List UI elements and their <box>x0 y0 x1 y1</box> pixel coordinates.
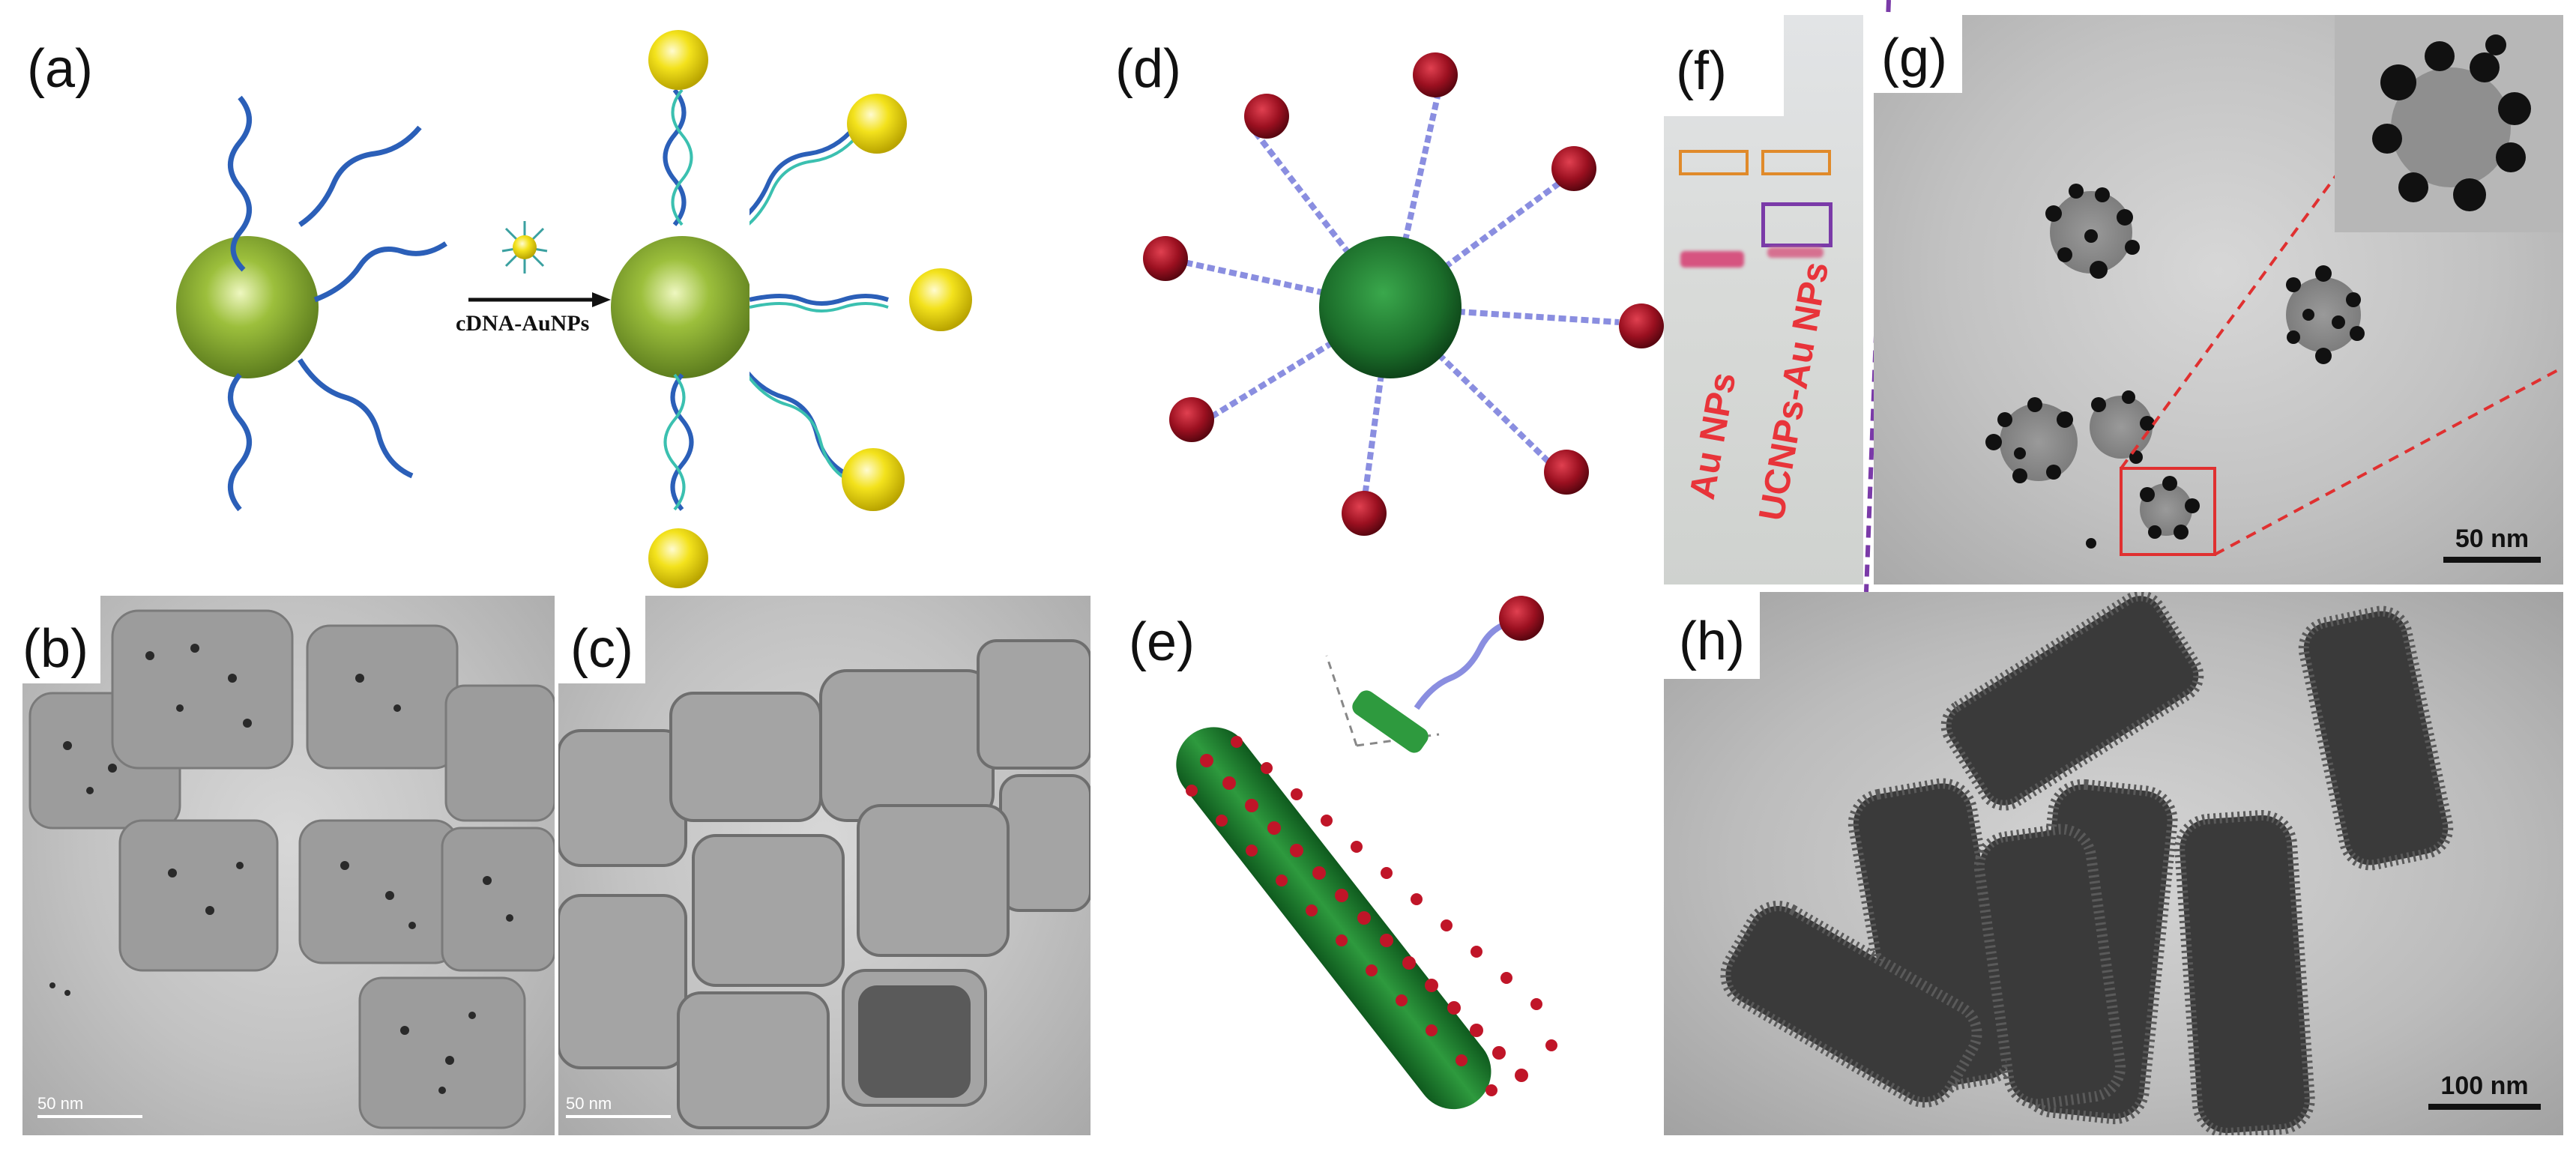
olive-core-right <box>611 236 749 378</box>
well-box-orange <box>1761 150 1831 175</box>
scale-bar-label: 50 nm <box>37 1094 84 1113</box>
arrow-label: cDNA-AuNPs <box>456 311 590 336</box>
well-box-orange <box>1679 150 1749 175</box>
panel-label: (d) <box>1109 39 1187 99</box>
panel-label: (a) <box>21 39 99 99</box>
panel-c: (c) 50 nm <box>558 596 1091 1135</box>
panel-b: (b) 50 nm <box>22 596 555 1135</box>
ucnp-cubes <box>558 639 1091 1129</box>
zoom-box <box>2120 467 2216 556</box>
panel-g: (g) 50 nm <box>1874 15 2563 584</box>
scale-bar: 50 nm <box>37 1094 142 1118</box>
panel-a-right <box>749 0 997 592</box>
panel-d: (d) <box>1094 0 1671 592</box>
ssdna-strand <box>228 95 252 272</box>
scale-bar-label: 50 nm <box>566 1094 612 1113</box>
red-dots <box>1186 736 1557 1096</box>
panel-label: (f) <box>1676 41 1727 101</box>
panel-e-schematic <box>1176 596 1557 1110</box>
gel-band <box>1767 247 1824 258</box>
au-dots <box>49 644 513 1094</box>
lane-label: UCNPs-Au NPs <box>1752 259 1837 524</box>
ssdna-strand <box>298 358 414 479</box>
lane-label: Au NPs <box>1682 369 1744 503</box>
panel-d-schematic <box>1143 52 1664 536</box>
red-bead <box>1499 596 1544 641</box>
panel-label: (e) <box>1123 612 1201 672</box>
panel-a-right-schematic <box>749 94 972 511</box>
panel-f: (f) Au NPs UCNPs-Au NPs <box>1664 15 1863 584</box>
ssdna-strand <box>298 125 422 227</box>
ucnp-cluster <box>2000 191 2361 536</box>
green-rod <box>1176 727 1491 1110</box>
panel-h-tem <box>1720 592 2454 1135</box>
panel-label: (g) <box>1874 15 1962 93</box>
panel-e: (e) <box>1117 596 1641 1150</box>
ucnp-cubes <box>28 609 555 1129</box>
ssdna-strand <box>313 241 447 303</box>
panel-b-tem <box>28 609 555 1129</box>
panel-a: (a) cDNA-AuNPs <box>0 0 749 592</box>
gel-band <box>1680 251 1744 268</box>
green-core <box>1319 236 1462 378</box>
olive-core-left <box>176 236 319 378</box>
rod-segment <box>1352 690 1429 753</box>
au-nps <box>1985 184 2365 549</box>
panel-label: (b) <box>22 596 100 683</box>
panel-g-tem <box>1985 15 2563 556</box>
scale-bar-label: 50 nm <box>2455 525 2530 553</box>
scale-bar-label: 100 nm <box>2440 1072 2529 1100</box>
ucnp-rods <box>1720 592 2454 1135</box>
red-beads <box>1143 52 1664 536</box>
scale-bar: 50 nm <box>566 1094 671 1118</box>
panel-label: (h) <box>1664 592 1760 679</box>
panel-h: (h) 100 nm <box>1664 592 2563 1135</box>
dsdna-linker <box>1414 619 1515 710</box>
scale-bar: 50 nm <box>2443 525 2541 563</box>
scale-bar: 100 nm <box>2428 1072 2541 1110</box>
panel-c-tem <box>558 639 1091 1129</box>
panel-label: (c) <box>558 596 645 683</box>
ssdna-strand <box>228 372 252 512</box>
panel-a-schematic <box>176 30 749 588</box>
band-box-purple <box>1761 202 1833 247</box>
